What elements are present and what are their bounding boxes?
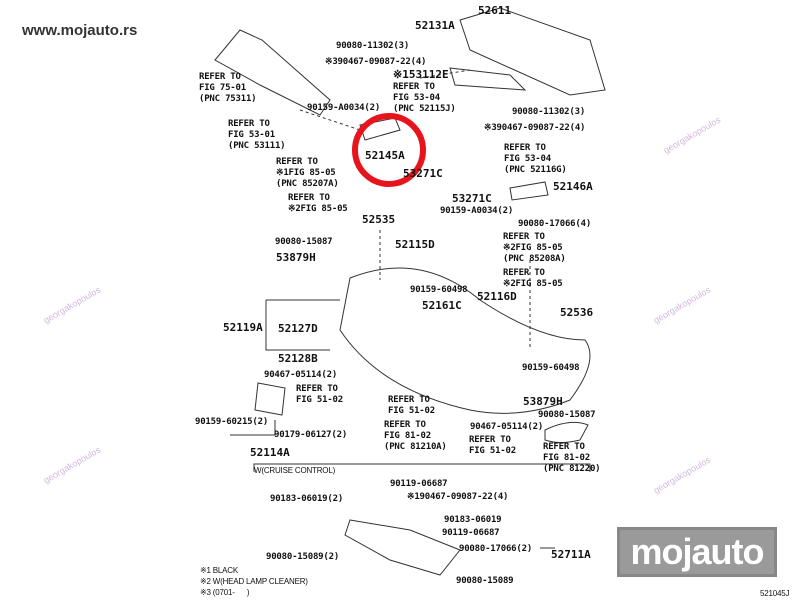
part-label: 90080-15089	[456, 576, 514, 586]
part-label: 52115D	[395, 238, 435, 251]
part-label: 53879H	[276, 251, 316, 264]
part-label: 52116D	[477, 290, 517, 303]
part-label: 90080-17066(4)	[518, 219, 592, 229]
refer-label: REFER TO ※1FIG 85-05 (PNC 85207A)	[276, 157, 339, 189]
part-label: 90467-05114(2)	[264, 370, 338, 380]
part-label: 52611	[478, 4, 512, 17]
refer-label: REFER TO FIG 75-01 (PNC 75311)	[199, 72, 257, 104]
part-label: 90119-06687	[390, 479, 448, 489]
refer-label: REFER TO FIG 51-02	[388, 395, 435, 416]
part-label-highlighted: 52145A	[365, 149, 405, 162]
note: ※3 (0701- )	[200, 588, 250, 597]
part-label: 90159-60498	[410, 285, 468, 295]
part-label: 90080-15089(2)	[266, 552, 340, 562]
reinforcement-part	[449, 67, 527, 91]
part-label: 53879H	[523, 395, 563, 408]
part-label: 90080-15087	[538, 410, 596, 420]
absorber-part	[459, 7, 606, 96]
grille-part	[214, 29, 331, 116]
part-label: ※153112E	[393, 68, 449, 81]
part-label: 52128B	[278, 352, 318, 365]
fog-cover-right	[544, 421, 589, 443]
site-url: www.mojauto.rs	[22, 22, 138, 39]
retainer-right	[509, 181, 549, 201]
part-label: 52114A	[250, 446, 290, 459]
refer-label: REFER TO FIG 51-02	[296, 384, 343, 405]
mojauto-logo: mojauto	[617, 527, 777, 577]
note: ※1 BLACK	[200, 566, 239, 575]
bumper-cover-part	[339, 267, 591, 414]
refer-label: REFER TO ※2FIG 85-05	[503, 268, 563, 289]
figure-code: 521045J	[760, 589, 790, 598]
lower-cover-part	[344, 519, 461, 576]
part-label: ※390467-09087-22(4)	[484, 123, 586, 133]
license-bracket	[254, 382, 286, 416]
part-label: ※190467-09087-22(4)	[407, 492, 509, 502]
part-label: 90080-11302(3)	[512, 107, 586, 117]
part-label: 90080-15087	[275, 237, 333, 247]
part-label: 90159-A0034(2)	[307, 103, 381, 113]
part-label: 53271C	[452, 192, 492, 205]
part-label: 52535	[362, 213, 396, 226]
part-label: 52127D	[278, 322, 318, 335]
condition-label: W(CRUISE CONTROL)	[254, 466, 336, 475]
refer-label: REFER TO FIG 53-04 (PNC 52115J)	[393, 82, 456, 114]
refer-label: REFER TO ※2FIG 85-05	[288, 193, 348, 214]
part-label: 90159-60215(2)	[195, 417, 269, 427]
part-label: 53271C	[403, 167, 443, 180]
part-label: 52131A	[415, 19, 455, 32]
part-label: 52711A	[551, 548, 591, 561]
refer-label: REFER TO FIG 81-02 (PNC 81220)	[543, 442, 601, 474]
part-label: 90183-06019(2)	[270, 494, 344, 504]
refer-label: REFER TO FIG 81-02 (PNC 81210A)	[384, 420, 447, 452]
note: ※2 W(HEAD LAMP CLEANER)	[200, 577, 308, 586]
refer-label: REFER TO FIG 53-04 (PNC 52116G)	[504, 143, 567, 175]
part-label: 90159-60498	[522, 363, 580, 373]
part-label: 90183-06019	[444, 515, 502, 525]
part-label: 90179-06127(2)	[274, 430, 348, 440]
part-label: 52119A	[223, 321, 263, 334]
part-label: 52536	[560, 306, 594, 319]
part-label: 90467-05114(2)	[470, 422, 544, 432]
highlight-circle	[352, 113, 426, 187]
refer-label: REFER TO FIG 51-02	[469, 435, 516, 456]
retainer-left	[359, 117, 401, 141]
refer-label: REFER TO FIG 53-01 (PNC 53111)	[228, 119, 286, 151]
part-label: 90119-06687	[442, 528, 500, 538]
part-label: 90080-17066(2)	[459, 544, 533, 554]
part-label: 90080-11302(3)	[336, 41, 410, 51]
logo-text: mojauto	[630, 531, 765, 572]
refer-label: REFER TO ※2FIG 85-05 (PNC 85208A)	[503, 232, 566, 264]
part-label: ※390467-09087-22(4)	[325, 57, 427, 67]
part-label: 52146A	[553, 180, 593, 193]
part-label: 90159-A0034(2)	[440, 206, 514, 216]
part-label: 52161C	[422, 299, 462, 312]
